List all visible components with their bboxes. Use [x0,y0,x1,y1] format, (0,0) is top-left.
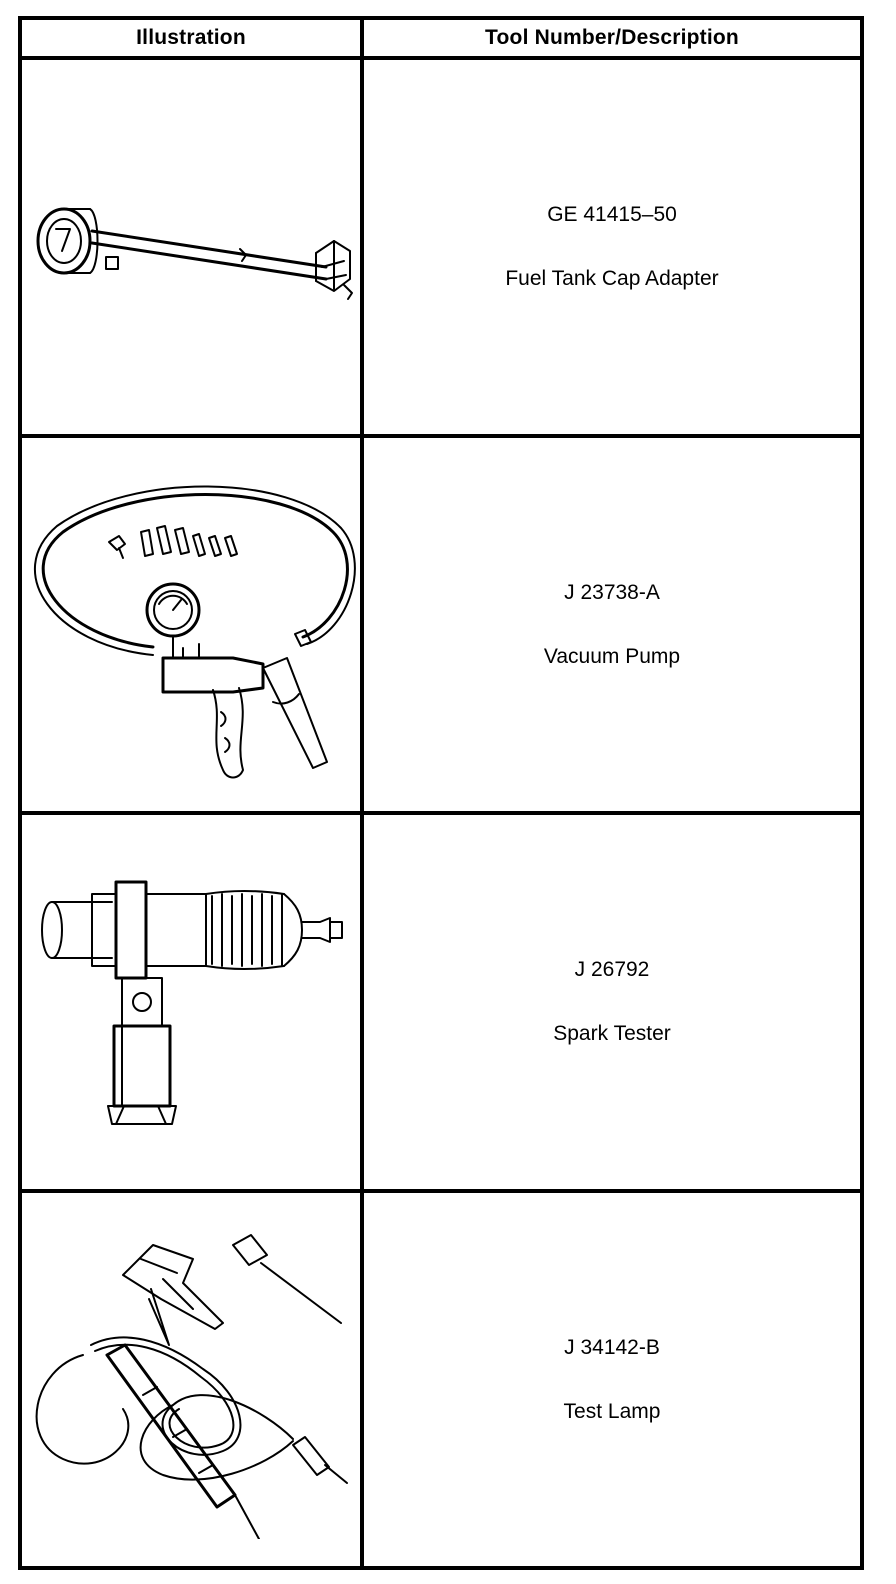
illustration-cell [18,56,364,438]
tool-description: Test Lamp [563,1399,661,1423]
description-cell: J 23738-A Vacuum Pump [360,433,864,815]
table-row: J 23738-A Vacuum Pump [18,433,864,815]
fuel-tank-cap-adapter-illustration [36,207,353,300]
tool-number: J 34142-B [564,1335,660,1359]
table-row: J 26792 Spark Tester [18,811,864,1193]
vacuum-pump-illustration [33,485,356,779]
header-illustration: Illustration [18,16,364,60]
tool-description: Spark Tester [553,1022,671,1046]
tool-number: J 26792 [574,958,650,982]
description-cell: J 26792 Spark Tester [360,811,864,1193]
tool-number: GE 41415–50 [547,203,677,227]
tool-description: Vacuum Pump [543,644,681,668]
tool-number: J 23738-A [564,580,660,604]
spark-tester-illustration [41,880,343,1125]
tool-description: Fuel Tank Cap Adapter [505,267,719,291]
header-tool-number-description: Tool Number/Description [360,16,864,60]
table-header-row: Illustration Tool Number/Description [18,16,864,60]
table-row: J 34142-B Test Lamp [18,1188,864,1570]
table-row: GE 41415–50 Fuel Tank Cap Adapter [18,56,864,438]
description-cell: J 34142-B Test Lamp [360,1188,864,1570]
illustration-cell [18,433,364,815]
description-cell: GE 41415–50 Fuel Tank Cap Adapter [360,56,864,438]
test-lamp-illustration [35,1234,348,1540]
tool-table: Illustration Tool Number/Description [18,16,864,1570]
illustration-cell [18,1188,364,1570]
illustration-cell [18,811,364,1193]
